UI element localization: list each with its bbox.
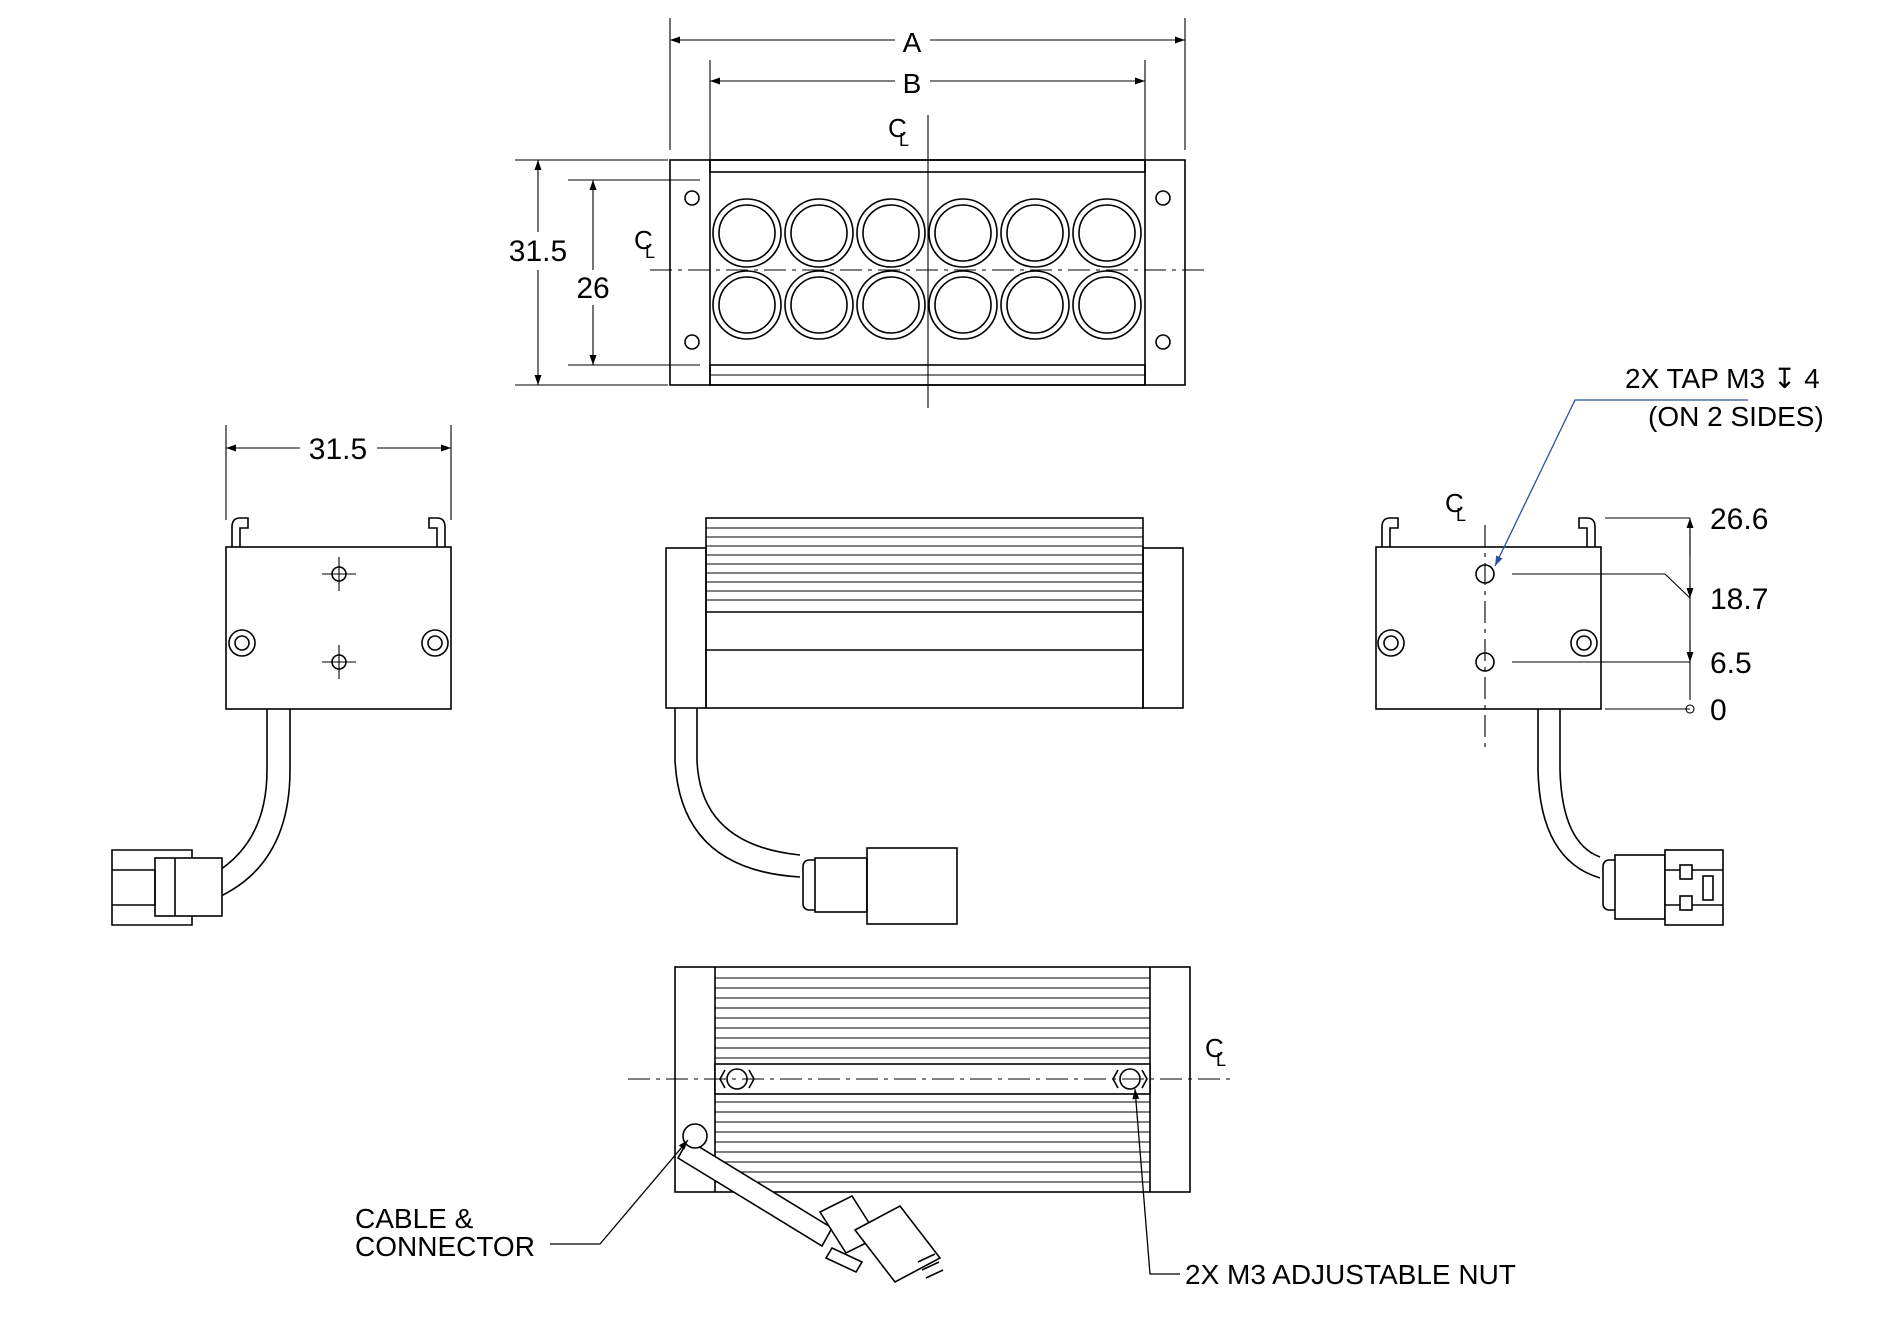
dim-height-inner: 26 <box>576 272 609 305</box>
svg-text:L: L <box>645 242 655 262</box>
dim-hole-zero: 0 <box>1710 694 1727 727</box>
dim-side-width: 31.5 <box>309 433 367 466</box>
lens-icon <box>1000 198 1070 268</box>
centerline-symbol-icon: C L <box>634 225 655 262</box>
centerline-symbol-icon: C L <box>888 113 909 150</box>
centerline-symbol-icon: C L <box>1445 488 1466 525</box>
cable-callout-line2: CONNECTOR <box>355 1231 535 1262</box>
lens-icon <box>1072 270 1142 340</box>
tap-callout-line1: 2X TAP M3 ↧ 4 <box>1625 363 1820 394</box>
lens-icon <box>1000 270 1070 340</box>
lens-icon <box>1072 198 1142 268</box>
lens-array <box>712 198 1142 340</box>
bottom-cable <box>676 1123 944 1284</box>
adjustable-nut-icon <box>719 1068 1148 1090</box>
dim-height-outer: 31.5 <box>509 235 567 268</box>
centerline-symbol-icon: C L <box>1205 1033 1226 1070</box>
front-view: C L C L A B 31.5 26 <box>509 18 1210 408</box>
left-side-view: 31.5 <box>111 425 452 926</box>
tap-callout-line2: (ON 2 SIDES) <box>1648 401 1824 432</box>
dim-a: A <box>903 27 922 58</box>
tapped-hole-icon <box>322 557 356 679</box>
cable-callout-line1: CABLE & <box>355 1203 474 1234</box>
screw-head-icon <box>1377 629 1598 657</box>
svg-text:L: L <box>1216 1050 1226 1070</box>
mount-hole-icon <box>684 190 1171 350</box>
dim-hole-upper: 18.7 <box>1710 583 1768 616</box>
dim-hole-top: 26.6 <box>1710 503 1768 536</box>
heat-sink-fins <box>715 977 1150 1183</box>
screw-head-icon <box>228 629 449 657</box>
svg-text:C: C <box>888 113 907 143</box>
lens-icon <box>712 270 782 340</box>
lens-icon <box>784 270 854 340</box>
svg-text:C: C <box>1445 488 1464 518</box>
lens-icon <box>928 198 998 268</box>
bottom-view: C L CABLE & CONNECTOR 2X M3 ADJUSTABLE N… <box>355 966 1516 1290</box>
lens-icon <box>928 270 998 340</box>
svg-text:C: C <box>1205 1033 1224 1063</box>
dim-b: B <box>903 68 922 99</box>
lens-icon <box>856 198 926 268</box>
svg-text:C: C <box>634 225 653 255</box>
svg-text:L: L <box>1456 505 1466 525</box>
heat-sink-fins <box>706 527 1143 601</box>
lens-icon <box>784 198 854 268</box>
lens-icon <box>856 270 926 340</box>
middle-side-view <box>665 517 1184 925</box>
right-side-view: C L 26.6 18.7 6.5 0 2X TAP M3 ↧ 4 (ON 2 … <box>1375 363 1824 926</box>
nut-callout: 2X M3 ADJUSTABLE NUT <box>1185 1259 1516 1290</box>
svg-text:L: L <box>899 130 909 150</box>
dim-hole-lower: 6.5 <box>1710 647 1752 680</box>
lens-icon <box>712 198 782 268</box>
